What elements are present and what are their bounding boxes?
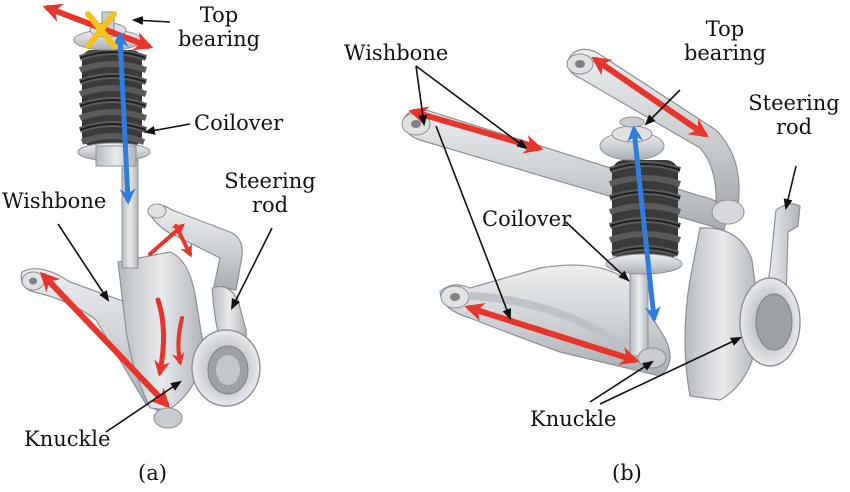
panel-b-top-bearing-line1: Top (705, 17, 745, 41)
panel-a-wishbone-label: Wishbone (2, 189, 107, 213)
panel-b-knuckle-body (684, 227, 761, 401)
panel-b-top-bearing-label: Top bearing (680, 17, 770, 65)
panel-a-knuckle-label: Knuckle (24, 427, 111, 451)
panel-a-steering-line1: Steering (224, 169, 316, 193)
panel-a-steering-line2: rod (251, 192, 289, 217)
panel-b-top-bearing-line2: bearing (683, 40, 767, 65)
panel-b-steering-line1: Steering (748, 91, 840, 115)
panel-a-motion-arrows (40, 3, 192, 409)
panel-a-illustration (20, 11, 261, 429)
panel-a-callouts (57, 16, 273, 433)
panel-b-callouts (415, 65, 797, 405)
panel-a-caption: (a) (138, 461, 167, 485)
panel-b-knuckle-label: Knuckle (530, 407, 617, 431)
panel-a-coilover-label: Coilover (194, 111, 284, 135)
panel-a-fixed-point-cross (85, 11, 117, 49)
panel-b-caption: (b) (612, 461, 642, 485)
panel-b-wishbone-label: Wishbone (344, 41, 449, 65)
panel-b-steering-rod-label: Steering rod (746, 91, 842, 139)
panel-a-coilover-spring (78, 49, 147, 146)
panel-a-top-bearing-line2: bearing (177, 26, 261, 51)
panel-a-top-bearing-label: Top bearing (174, 3, 264, 51)
panel-a-steering-rod-label: Steering rod (222, 169, 318, 217)
panel-a-top-bearing-line1: Top (199, 3, 239, 27)
panel-b-steering-line2: rod (775, 114, 813, 139)
panel-b-coilover-label: Coilover (482, 207, 572, 231)
